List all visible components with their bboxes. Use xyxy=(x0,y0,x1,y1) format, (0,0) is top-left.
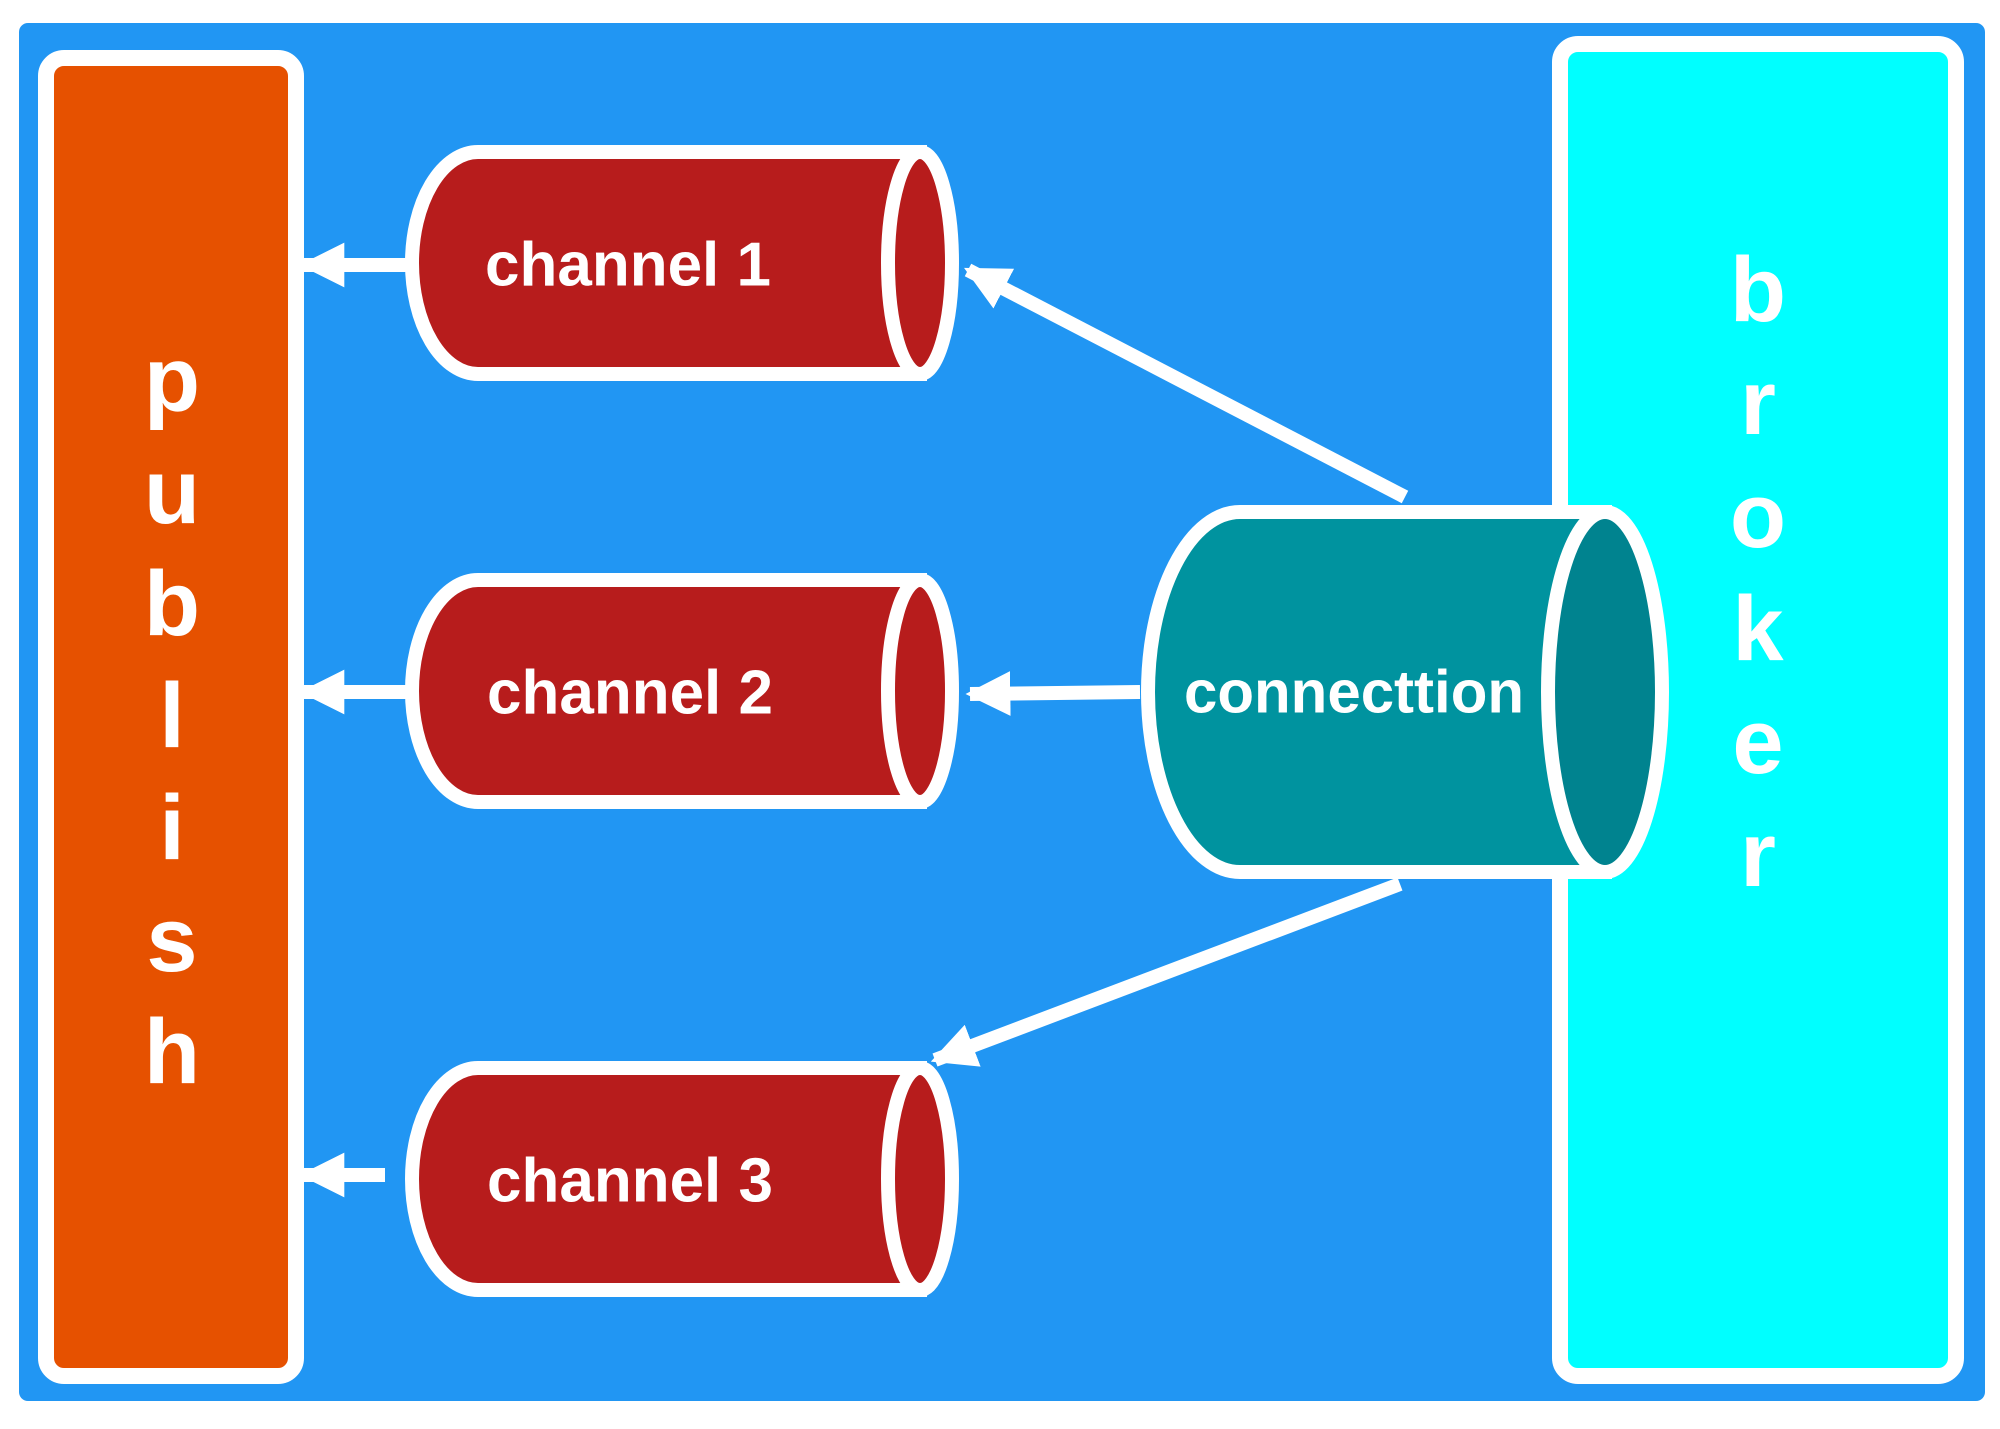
channel-3-label: channel 3 xyxy=(487,1147,773,1216)
channel-1-cap xyxy=(881,145,959,381)
broker-letter: k xyxy=(1732,578,1784,680)
edges xyxy=(299,242,1409,1198)
channel-3-cap xyxy=(881,1061,959,1297)
channel-1-node: channel 1 xyxy=(405,145,959,381)
channel-2-cap xyxy=(881,573,959,809)
channel-3-node: channel 3 xyxy=(405,1061,959,1297)
channel-1-label: channel 1 xyxy=(485,231,771,300)
channel-2-body xyxy=(405,573,927,809)
channel-3-body xyxy=(405,1061,927,1297)
publish-letter: i xyxy=(159,777,185,879)
broker-letter: r xyxy=(1740,352,1776,454)
publish-letter: l xyxy=(159,665,185,767)
connection-label: connecttion xyxy=(1184,659,1524,726)
publish-letter: h xyxy=(144,1001,200,1103)
edge-connection-to-channel-1 xyxy=(964,263,1409,504)
edge-connection-to-channel-3 xyxy=(930,877,1403,1067)
publish-letter: b xyxy=(144,553,200,655)
channel-2-label: channel 2 xyxy=(487,659,773,728)
connection-body xyxy=(1141,505,1612,879)
broker-letter: o xyxy=(1730,465,1786,567)
edge-connection-to-channel-2 xyxy=(965,671,1141,716)
publish-rect xyxy=(38,50,304,1384)
broker-letter: b xyxy=(1730,239,1786,341)
broker-letter: e xyxy=(1732,691,1783,793)
connection-cap xyxy=(1541,505,1669,879)
broker-letter: r xyxy=(1740,804,1776,906)
channel-2-node: channel 2 xyxy=(405,573,959,809)
channel-1-body xyxy=(405,145,927,381)
publish-letter: u xyxy=(144,441,200,543)
publish-letter: s xyxy=(146,889,197,991)
publish-letter: p xyxy=(144,329,200,431)
connection-node: connecttion xyxy=(1141,505,1669,879)
